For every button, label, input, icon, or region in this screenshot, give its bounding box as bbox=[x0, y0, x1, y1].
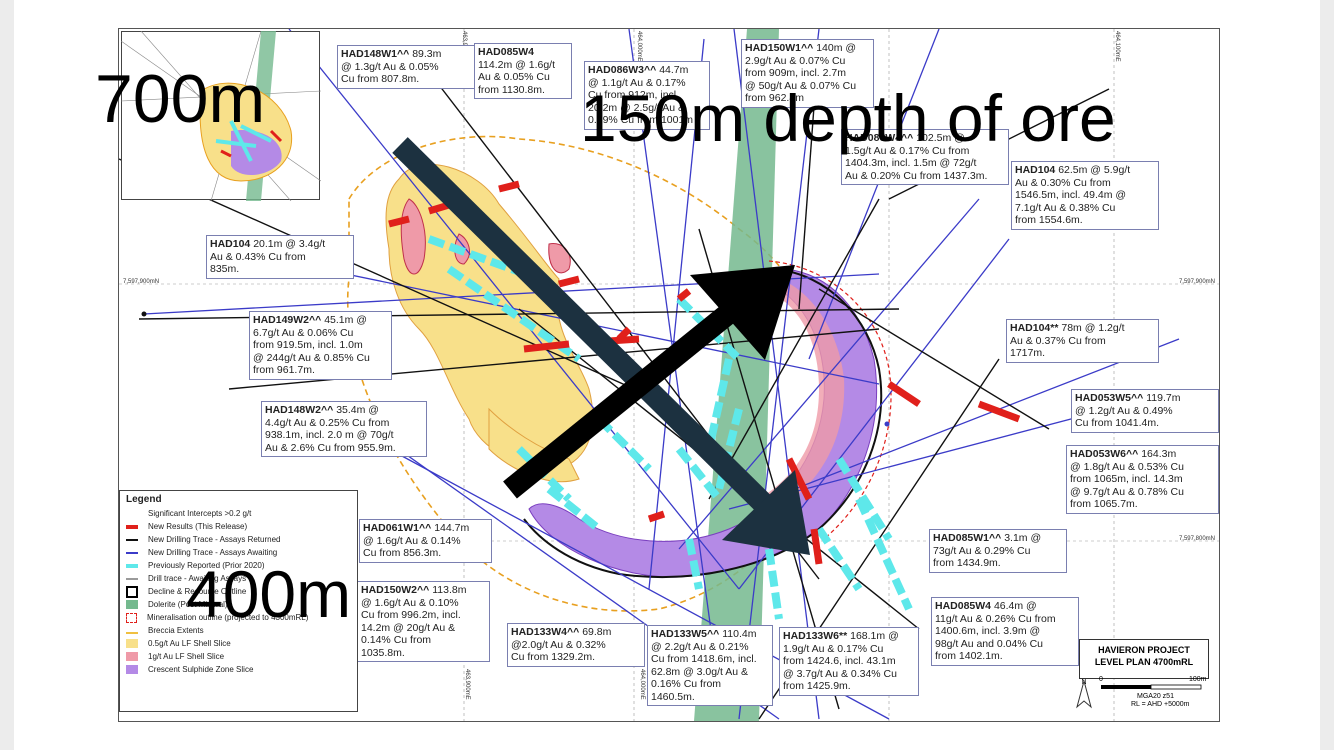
legend-label: Dolerite (Post Mineral) bbox=[148, 600, 228, 609]
legend-swatch bbox=[126, 665, 138, 674]
intercept-callout: HAD086W3^^ 44.7m @ 1.1g/t Au & 0.17% Cu … bbox=[584, 61, 710, 130]
scale-start: 0 bbox=[1099, 676, 1103, 683]
legend-item: Dolerite (Post Mineral) bbox=[120, 598, 357, 611]
legend-item: New Drilling Trace - Assays Returned bbox=[120, 533, 357, 546]
legend-label: 1g/t Au LF Shell Slice bbox=[148, 652, 225, 661]
intercept-callout: HAD150W1^^ 140m @ 2.9g/t Au & 0.07% Cu f… bbox=[741, 39, 874, 108]
legend-item: Drill trace - Awaiting Assays bbox=[120, 572, 357, 585]
intercept-callout: HAD149W2^^ 45.1m @ 6.7g/t Au & 0.06% Cu … bbox=[249, 311, 392, 380]
legend-label: New Drilling Trace - Assays Returned bbox=[148, 535, 281, 544]
legend-item: Mineralisation outline (projected to 430… bbox=[120, 611, 357, 624]
legend-label: New Drilling Trace - Assays Awaiting bbox=[148, 548, 278, 557]
legend-label: Decline & Resource Outline bbox=[148, 587, 247, 596]
legend-swatch bbox=[126, 538, 138, 541]
legend-item: 0.5g/t Au LF Shell Slice bbox=[120, 637, 357, 650]
intercept-callout: HAD086W4^^ 102.5m @ 1.5g/t Au & 0.17% Cu… bbox=[841, 129, 1009, 185]
easting-label: 464,000mE bbox=[636, 31, 642, 62]
intercept-callout: HAD104 62.5m @ 5.9g/t Au & 0.30% Cu from… bbox=[1011, 161, 1159, 230]
easting-label: 464,100mE bbox=[1114, 31, 1120, 62]
height-annotation: 400m bbox=[186, 557, 352, 631]
map-title-block: HAVIERON PROJECT LEVEL PLAN 4700mRL bbox=[1079, 639, 1209, 679]
level-plan-name: LEVEL PLAN 4700mRL bbox=[1094, 657, 1194, 667]
legend-item: Crescent Sulphide Zone Slice bbox=[120, 663, 357, 676]
northing-label: 7,597,900mN bbox=[1178, 279, 1215, 285]
intercept-callout: HAD104 20.1m @ 3.4g/t Au & 0.43% Cu from… bbox=[206, 235, 354, 279]
intercept-callout: HAD085W4 114.2m @ 1.6g/t Au & 0.05% Cu f… bbox=[474, 43, 572, 99]
scale-end: 100m bbox=[1189, 676, 1207, 683]
intercept-callout: HAD150W2^^ 113.8m @ 1.6g/t Au & 0.10% Cu… bbox=[357, 581, 490, 662]
scale-bar-graphic bbox=[1101, 684, 1202, 690]
legend-label: Breccia Extents bbox=[148, 626, 204, 635]
legend-item: Previously Reported (Prior 2020) bbox=[120, 559, 357, 572]
north-arrow-icon: N bbox=[1074, 679, 1094, 719]
left-margin bbox=[0, 0, 14, 750]
legend-swatch bbox=[126, 551, 138, 554]
legend-swatch bbox=[126, 600, 138, 609]
legend-swatch bbox=[126, 612, 137, 623]
intercept-callout: HAD053W5^^ 119.7m @ 1.2g/t Au & 0.49% Cu… bbox=[1071, 389, 1219, 433]
depth-annotation: 150m depth of ore bbox=[580, 81, 1116, 155]
legend-swatch bbox=[126, 563, 138, 568]
intercept-callout: HAD133W6** 168.1m @ 1.9g/t Au & 0.17% Cu… bbox=[779, 627, 919, 696]
legend-item: Breccia Extents bbox=[120, 624, 357, 637]
inset-map bbox=[121, 31, 321, 201]
rl-label: RL = AHD +5000m bbox=[1131, 701, 1190, 708]
intercept-callout: HAD133W4^^ 69.8m @2.0g/t Au & 0.32% Cu f… bbox=[507, 623, 645, 667]
legend-swatch bbox=[126, 509, 138, 518]
intercept-callout: HAD133W5^^ 110.4m @ 2.2g/t Au & 0.21% Cu… bbox=[647, 625, 773, 706]
easting-label: 463,900mE bbox=[464, 669, 470, 700]
legend-item: New Drilling Trace - Assays Awaiting bbox=[120, 546, 357, 559]
northing-label: 7,597,900mN bbox=[123, 279, 160, 285]
legend-label: Drill trace - Awaiting Assays bbox=[148, 574, 247, 583]
legend-label: Mineralisation outline (projected to 430… bbox=[147, 613, 309, 622]
legend-label: New Results (This Release) bbox=[148, 522, 248, 531]
legend-item: 1g/t Au LF Shell Slice bbox=[120, 650, 357, 663]
intercept-callout: HAD061W1^^ 144.7m @ 1.6g/t Au & 0.14% Cu… bbox=[359, 519, 492, 563]
intercept-callout: HAD085W1^^ 3.1m @ 73g/t Au & 0.29% Cu fr… bbox=[929, 529, 1067, 573]
legend-label: Crescent Sulphide Zone Slice bbox=[148, 665, 254, 674]
legend-item: New Results (This Release) bbox=[120, 520, 357, 533]
intercept-callout: HAD053W6^^ 164.3m @ 1.8g/t Au & 0.53% Cu… bbox=[1066, 445, 1219, 514]
legend-swatch bbox=[126, 577, 138, 580]
legend-swatch bbox=[126, 628, 138, 634]
legend-item: Decline & Resource Outline bbox=[120, 585, 357, 598]
legend-title: Legend bbox=[126, 494, 162, 505]
intercept-callout: HAD148W1^^ 89.3m @ 1.3g/t Au & 0.05% Cu … bbox=[337, 45, 475, 89]
crs-label: MGA20 z51 bbox=[1137, 693, 1174, 700]
project-name: HAVIERON PROJECT bbox=[1098, 645, 1190, 655]
legend-swatch bbox=[126, 585, 138, 598]
legend-swatch bbox=[126, 652, 138, 661]
legend-swatch bbox=[126, 524, 138, 529]
legend-swatch bbox=[126, 639, 138, 648]
legend-label: Previously Reported (Prior 2020) bbox=[148, 561, 265, 570]
legend-label: 0.5g/t Au LF Shell Slice bbox=[148, 639, 231, 648]
easting-label: 464,000mE bbox=[639, 669, 645, 700]
scale-bar: 0 100m MGA20 z51 RL = AHD +5000m bbox=[1079, 676, 1207, 709]
legend-label: Significant Intercepts >0.2 g/t bbox=[148, 509, 252, 518]
intercept-callout: HAD085W4 46.4m @ 11g/t Au & 0.26% Cu fro… bbox=[931, 597, 1079, 666]
intercept-callout: HAD104** 78m @ 1.2g/t Au & 0.37% Cu from… bbox=[1006, 319, 1159, 363]
northing-label: 7,597,800mN bbox=[1178, 536, 1215, 542]
width-annotation: 700m bbox=[95, 61, 266, 137]
intercept-callout: HAD148W2^^ 35.4m @ 4.4g/t Au & 0.25% Cu … bbox=[261, 401, 427, 457]
right-margin bbox=[1320, 0, 1334, 750]
legend-item: Significant Intercepts >0.2 g/t bbox=[120, 507, 357, 520]
